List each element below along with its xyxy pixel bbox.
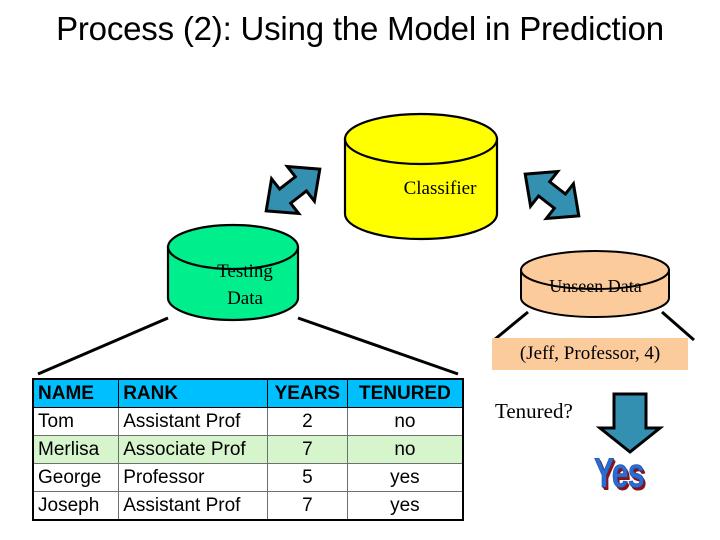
column-header-rank: RANK (118, 378, 268, 408)
table-header-row: NAME RANK YEARS TENURED (32, 378, 464, 408)
table-row: Tom Assistant Prof 2 no (32, 407, 464, 436)
cell-tenured: no (346, 407, 464, 436)
tuple-box: (Jeff, Professor, 4) (492, 338, 688, 370)
table-body: Tom Assistant Prof 2 no Merlisa Associat… (32, 407, 464, 521)
testing-to-table-connectors (37, 316, 459, 376)
prediction-answer-wordart: Yes (594, 449, 645, 496)
cell-years: 7 (266, 435, 348, 464)
training-data-table: NAME RANK YEARS TENURED Tom Assistant Pr… (32, 378, 464, 521)
classifier-cylinder (343, 112, 499, 241)
cell-years: 2 (266, 407, 348, 436)
cell-name: George (32, 463, 120, 492)
unseen-to-tuple-connectors (493, 310, 695, 342)
cell-rank: Associate Prof (118, 435, 268, 464)
tenured-question-label: Tenured? (495, 399, 573, 423)
testing-data-cylinder (166, 223, 300, 322)
cell-years: 7 (266, 491, 348, 521)
column-header-tenured: TENURED (346, 378, 464, 408)
double-arrow-right-icon (523, 169, 581, 221)
cell-years: 5 (266, 463, 348, 492)
table-row: George Professor 5 yes (32, 463, 464, 492)
cell-name: Tom (32, 407, 120, 436)
page-title: Process (2): Using the Model in Predicti… (56, 10, 664, 47)
cell-rank: Assistant Prof (118, 407, 268, 436)
cell-rank: Professor (118, 463, 268, 492)
column-header-years: YEARS (266, 378, 348, 408)
cell-tenured: yes (346, 463, 464, 492)
cell-name: Joseph (32, 491, 120, 521)
cell-rank: Assistant Prof (118, 491, 268, 521)
table-row: Joseph Assistant Prof 7 yes (32, 491, 464, 521)
cell-tenured: no (346, 435, 464, 464)
column-header-name: NAME (32, 378, 120, 408)
unseen-data-cylinder (520, 250, 670, 318)
cell-tenured: yes (346, 491, 464, 521)
double-arrow-left-icon (264, 164, 322, 216)
down-arrow-icon (595, 392, 665, 454)
table-row: Merlisa Associate Prof 7 no (32, 435, 464, 464)
cell-name: Merlisa (32, 435, 120, 464)
